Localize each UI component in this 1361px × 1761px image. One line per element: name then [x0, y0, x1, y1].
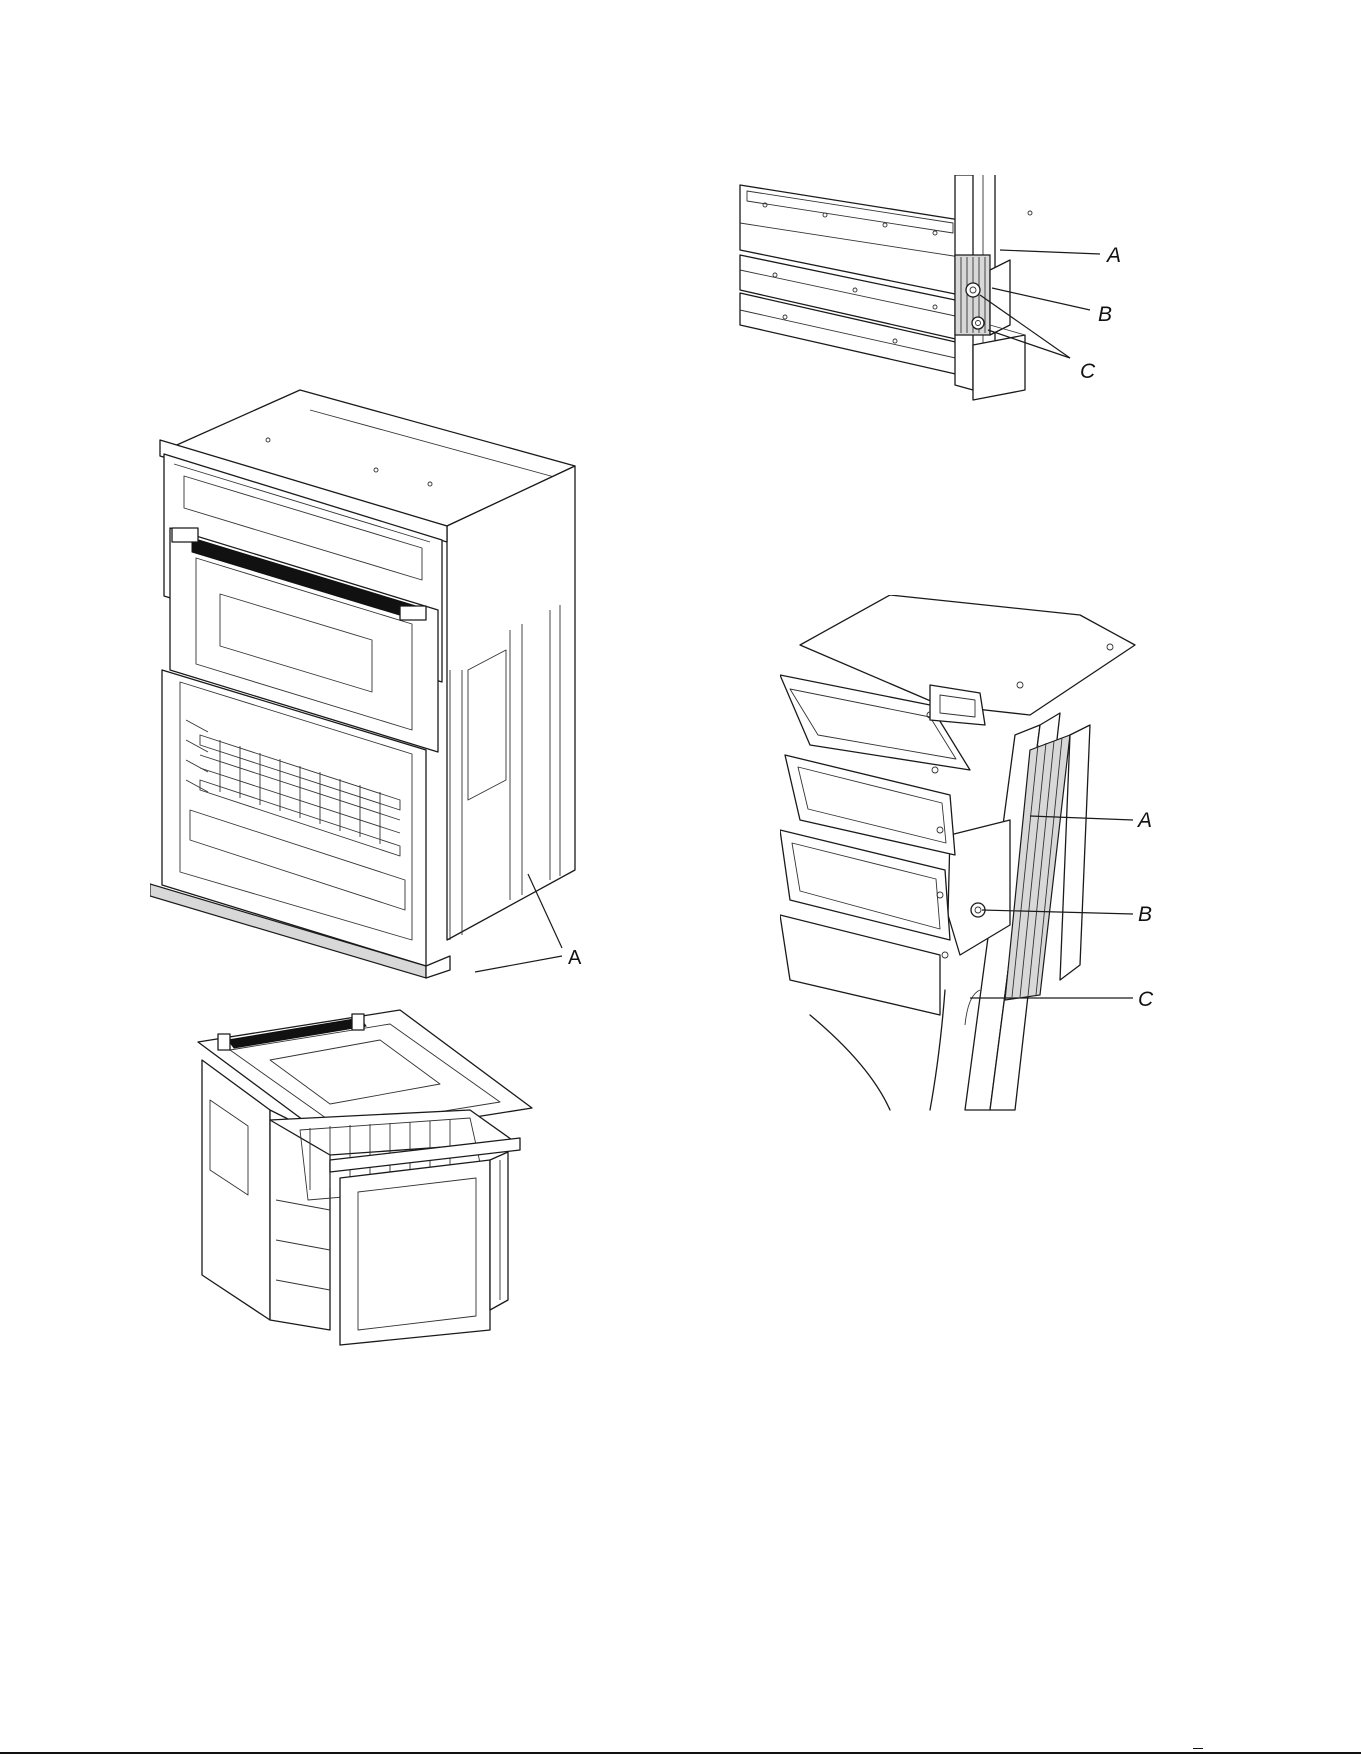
- callout-label-a: A: [568, 947, 582, 969]
- footer-rule: [0, 1752, 1361, 1754]
- footer-mark: [1193, 1748, 1203, 1749]
- callout-label-b-bottom: B: [1138, 903, 1152, 926]
- oven-open-illustration: [180, 1000, 580, 1350]
- callout-label-a-bottom: A: [1136, 809, 1152, 832]
- callout-label-a-top: A: [1105, 244, 1121, 267]
- oven-front-callouts: A: [420, 860, 620, 990]
- detail-top-callouts: A B C: [960, 240, 1140, 385]
- detail-bottom-callouts: A B C: [960, 780, 1180, 1040]
- callout-label-b-top: B: [1098, 303, 1112, 326]
- callout-label-c-top: C: [1080, 360, 1096, 383]
- callout-label-c-bottom: C: [1138, 988, 1154, 1011]
